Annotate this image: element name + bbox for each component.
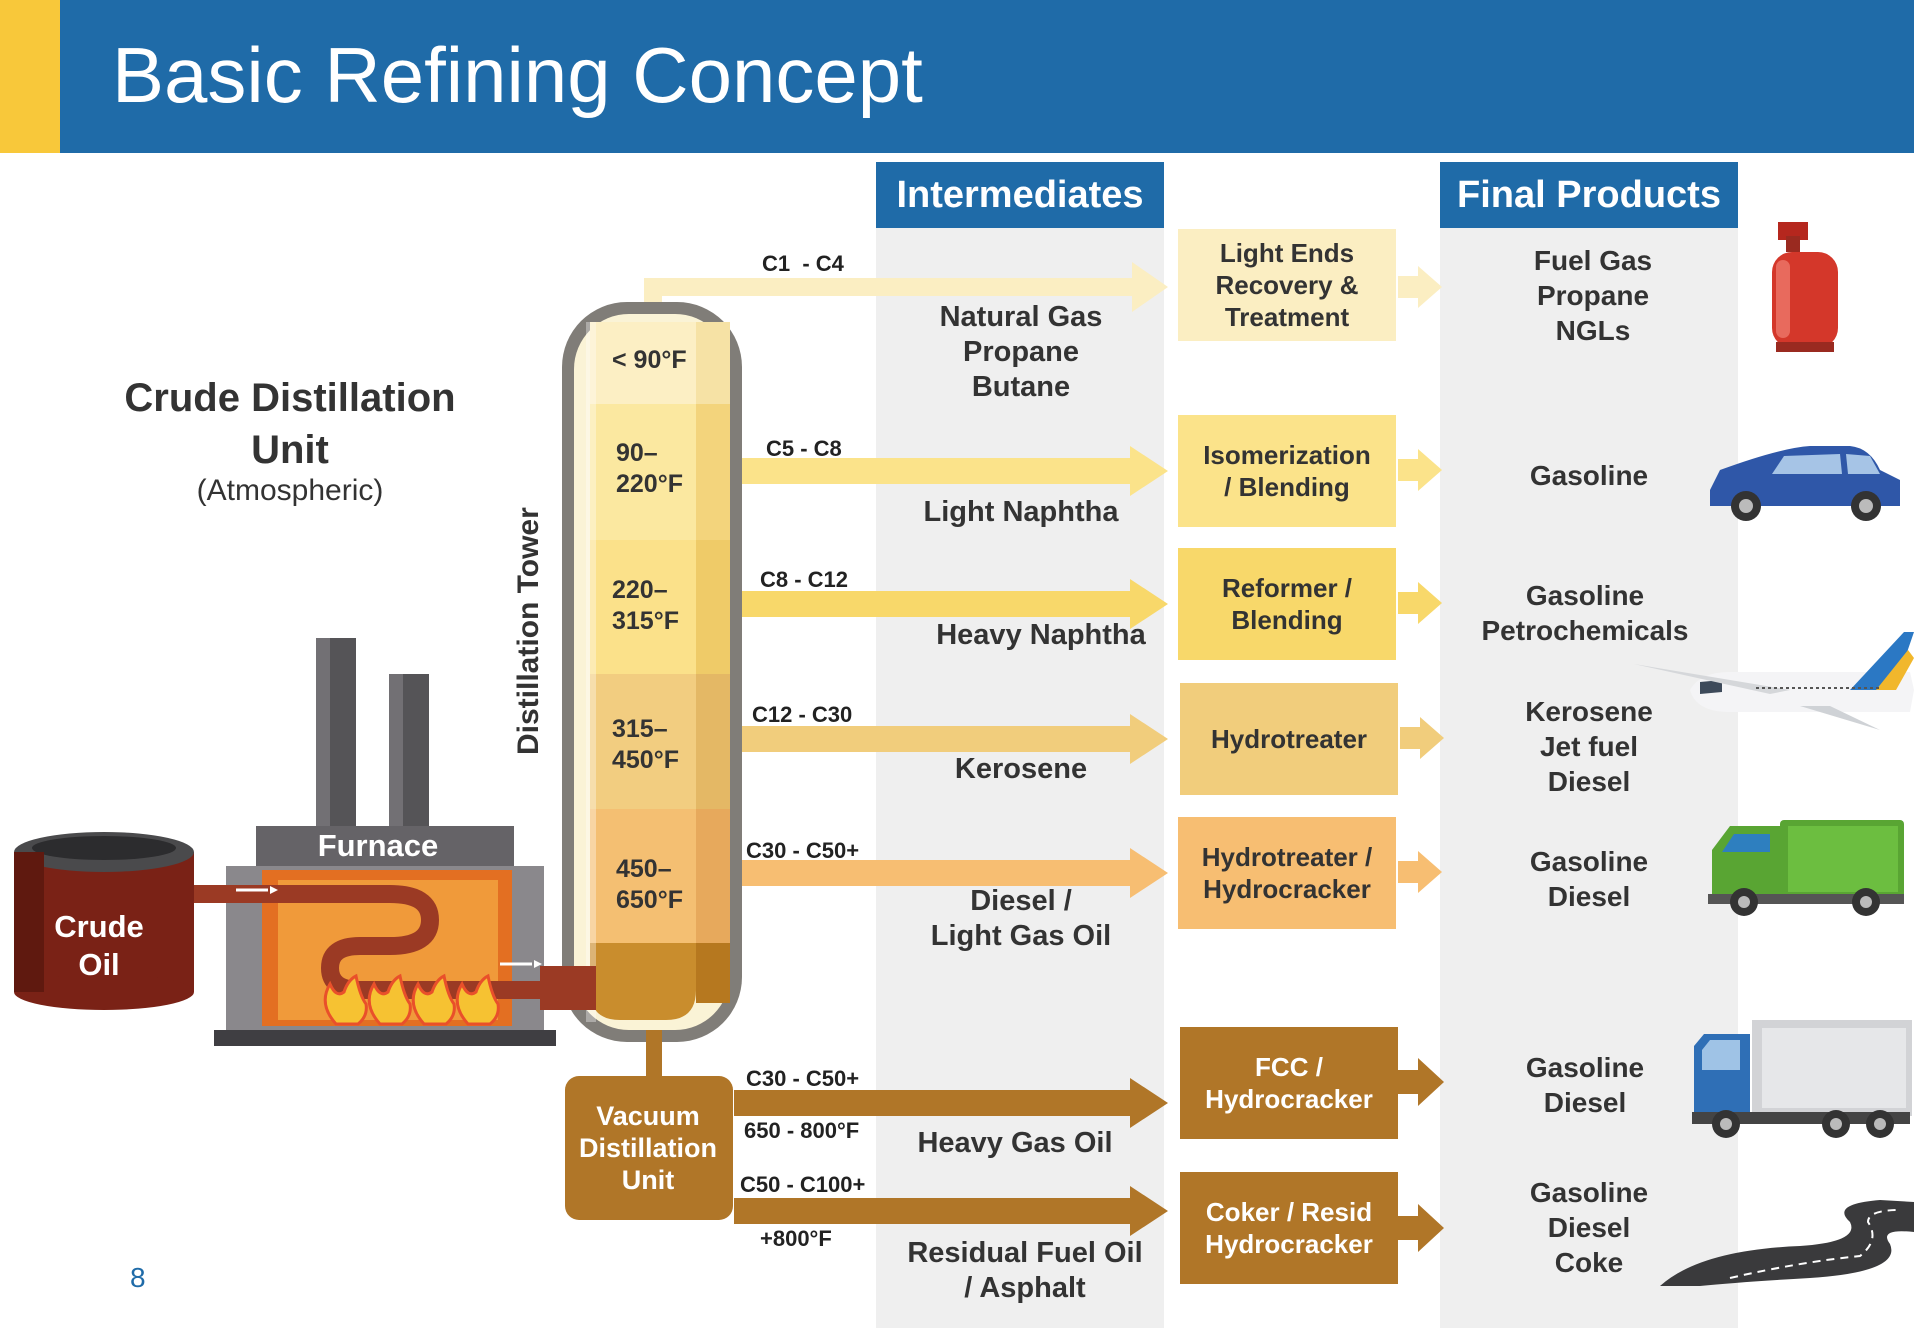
temp-label-6: 650 - 800°F <box>744 1118 860 1143</box>
tower-temp-1: < 90°F <box>612 346 687 374</box>
intermediates-column <box>876 228 1164 1328</box>
carbon-label-2: C5 - C8 <box>766 436 842 461</box>
intermediate-4: Kerosene <box>954 753 1088 785</box>
final-product-6: Gasoline Diesel <box>1525 1052 1645 1118</box>
intermediates-header: Intermediates <box>876 162 1164 228</box>
cdu-subtitle: (Atmospheric) <box>196 474 384 507</box>
final-arrow-1 <box>1398 266 1442 308</box>
process-box-3 <box>1178 548 1396 660</box>
crude-oil-barrel-icon <box>14 832 194 1010</box>
stream-arrow-7 <box>734 1186 1168 1236</box>
header-bar <box>0 0 1914 153</box>
stream-arrow-4 <box>700 714 1168 764</box>
stream-arrow-2 <box>700 446 1168 496</box>
carbon-label-5: C30 - C50+ <box>746 838 860 863</box>
final-product-7: Gasoline Diesel Coke <box>1529 1177 1649 1278</box>
process-label-6: FCC /Hydrocracker <box>1205 1052 1373 1114</box>
tower-temp-5: 450–650°F <box>616 855 683 914</box>
final-product-3: Gasoline Petrochemicals <box>1481 580 1689 646</box>
vdu-label: Vacuum Distillation Unit <box>578 1101 717 1195</box>
process-box-5 <box>1178 817 1396 929</box>
car-icon <box>1710 446 1900 521</box>
process-box-1 <box>1178 229 1396 341</box>
final-product-5: Gasoline Diesel <box>1529 846 1649 912</box>
airplane-icon <box>1634 632 1914 730</box>
box-truck-icon <box>1692 1020 1912 1138</box>
final-arrow-7 <box>1398 1204 1444 1252</box>
carbon-label-1: C1 - C4 <box>762 251 844 276</box>
tower-temp-4: 315–450°F <box>612 715 679 774</box>
final-product-1: Fuel Gas Propane NGLs <box>1533 245 1653 346</box>
carbon-label-3: C8 - C12 <box>760 567 849 592</box>
garbage-truck-icon <box>1708 820 1904 916</box>
final-arrow-3 <box>1398 582 1442 624</box>
process-label-5: Hydrotreater /Hydrocracker <box>1201 842 1373 904</box>
process-box-4 <box>1180 683 1398 795</box>
gas-cylinder-icon <box>1772 222 1838 352</box>
process-label-3: Reformer /Blending <box>1221 573 1353 635</box>
stream-arrow-3 <box>700 579 1168 629</box>
intermediate-7: Residual Fuel Oil / Asphalt <box>907 1237 1143 1304</box>
page-number: 8 <box>130 1262 146 1293</box>
header-accent <box>0 0 60 153</box>
road-icon <box>1660 1200 1914 1286</box>
intermediate-6: Heavy Gas Oil <box>917 1127 1113 1159</box>
final-products-column <box>1440 228 1738 1328</box>
final-product-4: Kerosene Jet fuel Diesel <box>1525 696 1653 797</box>
stream-arrow-1 <box>644 262 1168 322</box>
distillation-tower-label: Distillation Tower <box>512 507 545 755</box>
tower-temp-3: 220–315°F <box>612 576 679 635</box>
process-box-6 <box>1180 1027 1398 1139</box>
carbon-label-7: C50 - C100+ <box>740 1172 866 1197</box>
final-arrow-6 <box>1398 1058 1444 1106</box>
process-box-7 <box>1180 1172 1398 1284</box>
process-label-2: Isomerization/ Blending <box>1203 440 1371 502</box>
final-arrow-4 <box>1400 717 1444 759</box>
distillation-tower <box>562 302 742 1042</box>
furnace-label: Furnace <box>317 828 439 863</box>
page-title: Basic Refining Concept <box>112 31 923 119</box>
furnace <box>181 638 596 1046</box>
stream-arrow-5 <box>700 848 1168 898</box>
intermediate-5: Diesel / Light Gas Oil <box>930 885 1112 952</box>
final-products-header: Final Products <box>1440 162 1738 228</box>
intermediate-1: Natural Gas Propane Butane <box>939 301 1103 403</box>
final-arrow-2 <box>1398 449 1442 491</box>
tower-vdu-pipe <box>646 1030 662 1078</box>
tower-temp-2: 90–220°F <box>616 439 683 498</box>
carbon-label-6: C30 - C50+ <box>746 1066 860 1091</box>
process-label-4: Hydrotreater <box>1210 724 1368 754</box>
stream-arrow-6 <box>734 1078 1168 1128</box>
cdu-title: Crude Distillation Unit <box>124 376 456 472</box>
vdu-box <box>565 1076 733 1220</box>
process-box-2 <box>1178 415 1396 527</box>
final-product-2: Gasoline <box>1529 460 1649 491</box>
intermediate-2: Light Naphtha <box>923 496 1119 528</box>
final-arrow-5 <box>1398 851 1442 893</box>
carbon-label-4: C12 - C30 <box>752 702 853 727</box>
intermediate-3: Heavy Naphtha <box>936 619 1146 651</box>
temp-label-7: +800°F <box>760 1226 832 1251</box>
